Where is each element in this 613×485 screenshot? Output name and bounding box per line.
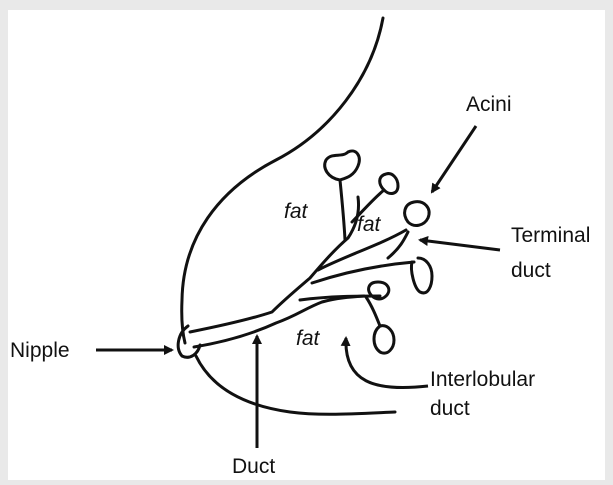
acinus-lower [374, 326, 394, 353]
fat-label-middle: fat [357, 213, 380, 237]
terminal-duct-label-line2: duct [511, 259, 551, 283]
fat-label-upper: fat [284, 200, 307, 224]
acini-arrow [432, 126, 476, 192]
duct-label: Duct [232, 455, 275, 479]
fat-label-lower: fat [296, 327, 319, 351]
nipple-label: Nipple [10, 339, 70, 363]
acinus-right [405, 202, 429, 226]
duct-branch-top [340, 180, 345, 240]
breast-outline [182, 18, 383, 343]
acinus-upper-right [380, 174, 398, 194]
duct-branch-lower-acini [366, 297, 380, 326]
lower-contour [196, 356, 395, 414]
interlobular-duct-label-line1: Interlobular [430, 368, 535, 392]
terminal-duct-label-line1: Terminal [511, 224, 590, 248]
acinus-top [325, 151, 360, 180]
interlobular-duct-label-line2: duct [430, 397, 470, 421]
acini-label: Acini [466, 93, 512, 117]
interlobular-duct-arrow [346, 338, 428, 388]
main-duct-upper [190, 197, 359, 332]
terminal-duct-arrow [420, 240, 500, 250]
